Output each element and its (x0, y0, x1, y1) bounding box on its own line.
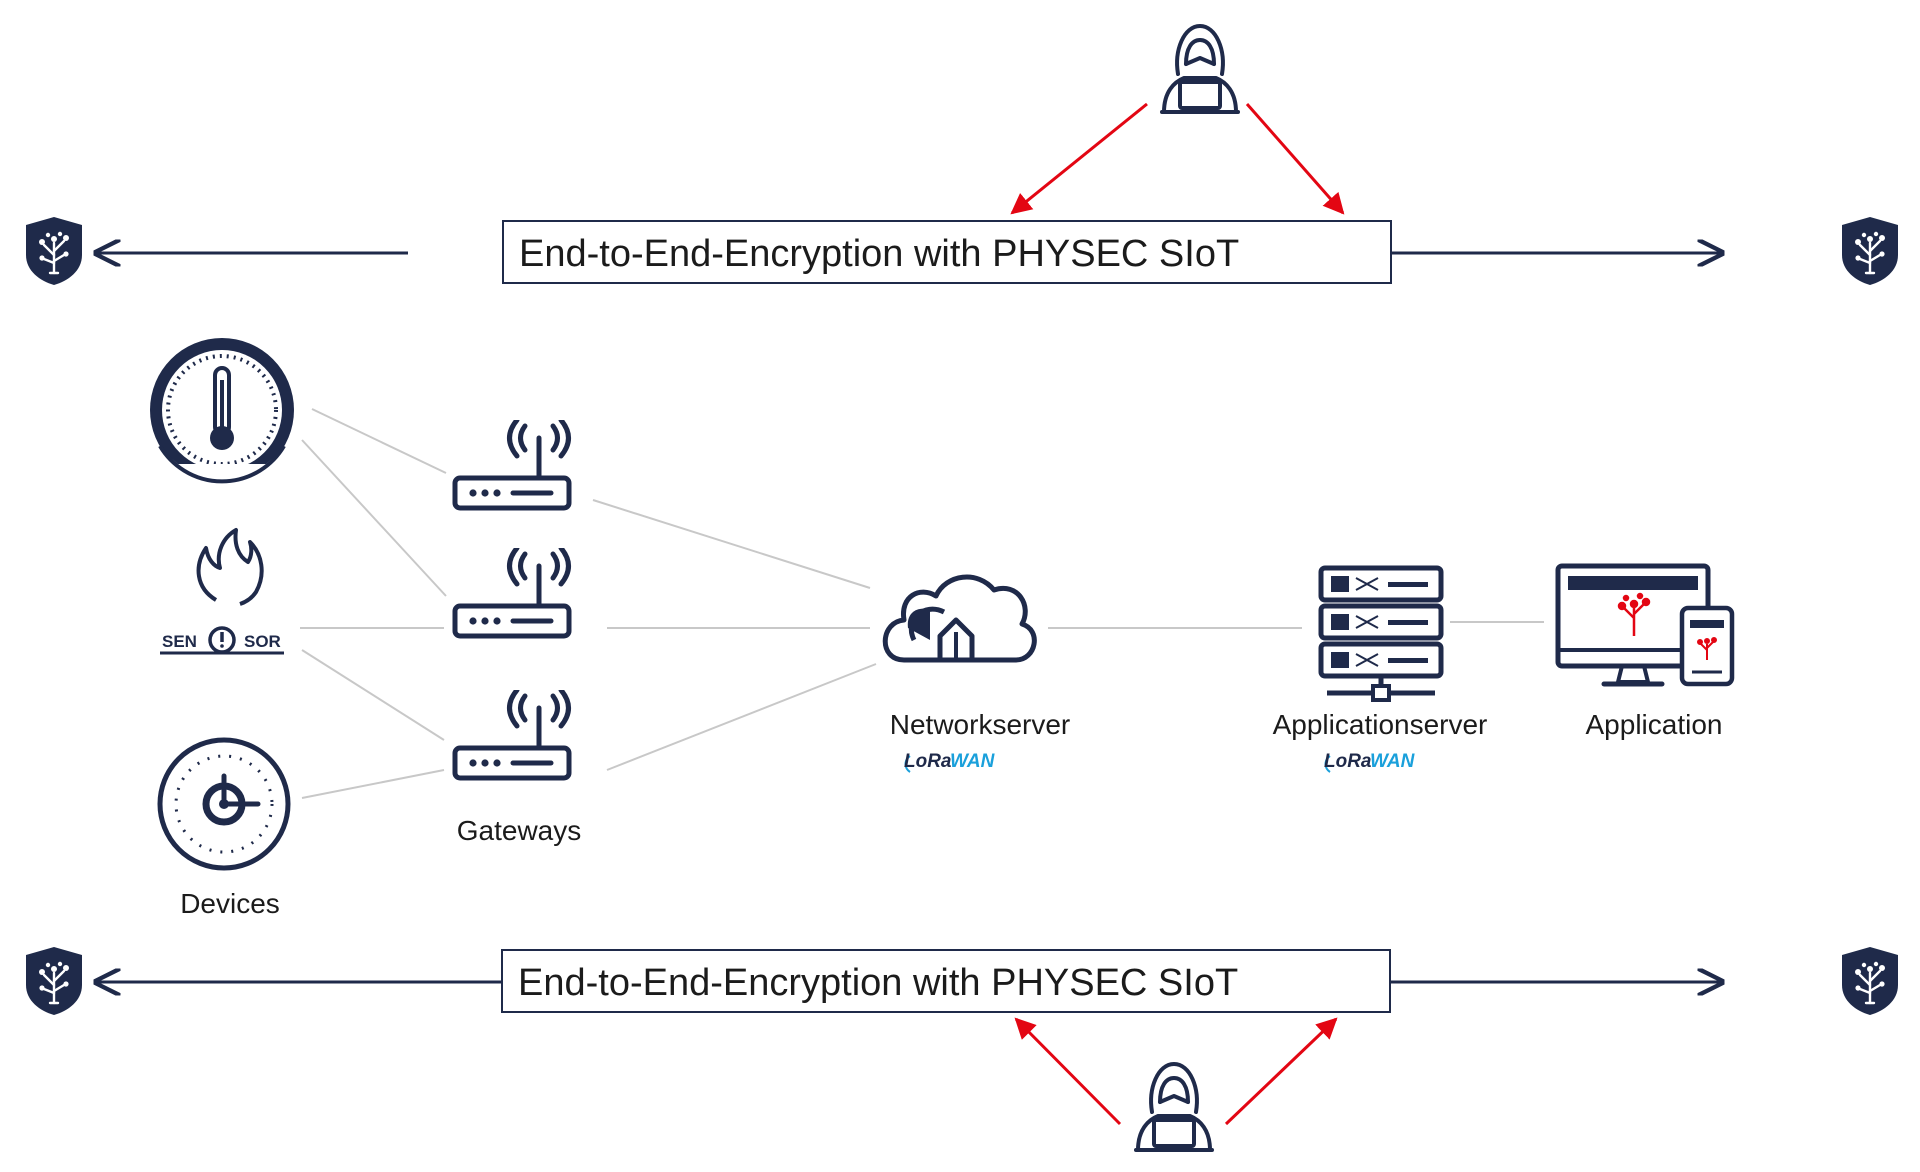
gateways-group: Gateways (455, 420, 581, 846)
top-attacker (1010, 26, 1345, 215)
applicationserver-label: Applicationserver (1273, 709, 1488, 740)
hooded-hacker-icon (1162, 26, 1238, 112)
bottom-encryption-box (501, 949, 1391, 1013)
lorawan-text-lora: LoRa (1324, 751, 1372, 772)
networkserver-group: Networkserver LoRa WAN (882, 574, 1070, 773)
logo-tree-icon (1697, 637, 1717, 660)
server-rack-icon (1318, 565, 1444, 702)
bottom-encryption-bar: End-to-End-Encryption with PHYSEC SIoT (24, 945, 1900, 1017)
connection-lines (300, 408, 1544, 799)
fire-sensor-icon: SEN SOR (160, 528, 284, 655)
lorawan-badge: LoRa WAN (904, 751, 996, 773)
attack-arrow-right (1245, 103, 1345, 215)
attack-arrow-right (1224, 1017, 1338, 1126)
devices-group: SEN SOR Devices (150, 338, 294, 919)
hooded-hacker-icon (1136, 1064, 1212, 1150)
shield-tree-icon (24, 215, 84, 287)
lorawan-text-lora: LoRa (904, 751, 952, 772)
lorawan-text-wan: WAN (1370, 751, 1416, 772)
shield-tree-icon (1840, 945, 1900, 1017)
top-encryption-label: End-to-End-Encryption with PHYSEC SIoT (519, 233, 1239, 275)
router-icon (455, 420, 569, 508)
clock-sensor-icon (157, 737, 291, 871)
shield-tree-icon (1840, 215, 1900, 287)
shield-tree-icon (24, 945, 84, 1017)
bottom-encryption-label: End-to-End-Encryption with PHYSEC SIoT (518, 962, 1238, 1004)
bottom-attacker (1014, 1017, 1338, 1150)
thermometer-gauge-icon (150, 338, 294, 484)
devices-label: Devices (180, 888, 280, 919)
sensor-text-right: SOR (244, 632, 281, 651)
desktop-and-phone-icon (1555, 563, 1735, 687)
logo-tree-icon (1617, 592, 1651, 636)
attack-arrow-left (1014, 1017, 1122, 1126)
networkserver-label: Networkserver (890, 709, 1070, 740)
attack-arrow-left (1010, 102, 1148, 215)
applicationserver-group: Applicationserver LoRa WAN (1273, 565, 1488, 773)
sensor-text-left: SEN (162, 632, 197, 651)
application-group: Application (1555, 563, 1735, 740)
top-encryption-bar: End-to-End-Encryption with PHYSEC SIoT (24, 215, 1900, 287)
lorawan-text-wan: WAN (950, 751, 996, 772)
application-label: Application (1586, 709, 1723, 740)
top-encryption-box (502, 220, 1392, 284)
cloud-upload-icon (882, 574, 1037, 663)
router-icon (455, 690, 569, 778)
gateways-label: Gateways (457, 815, 582, 846)
router-icon (455, 548, 569, 636)
lorawan-badge: LoRa WAN (1324, 751, 1416, 773)
